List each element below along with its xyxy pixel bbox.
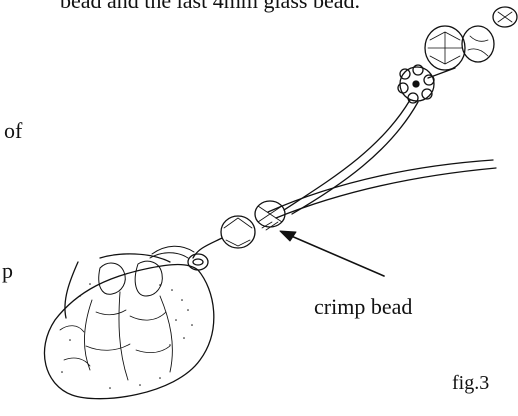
daisy-spacer-bead	[398, 65, 434, 103]
faceted-bead-upper	[425, 26, 465, 70]
crimp-bead-label: crimp bead	[314, 294, 412, 320]
jump-ring	[188, 238, 222, 270]
figure-label: fig.3	[452, 372, 489, 395]
side-text-fragment-of: of	[4, 118, 22, 144]
cord-strands	[268, 68, 496, 218]
pendant-medal	[44, 246, 213, 398]
top-right-beads	[462, 7, 517, 62]
side-text-fragment-p: p	[2, 258, 13, 284]
faceted-bead-lower	[221, 216, 255, 248]
annotation-arrow	[280, 231, 384, 276]
caption-top: bead and the last 4mm glass bead.	[60, 0, 360, 14]
